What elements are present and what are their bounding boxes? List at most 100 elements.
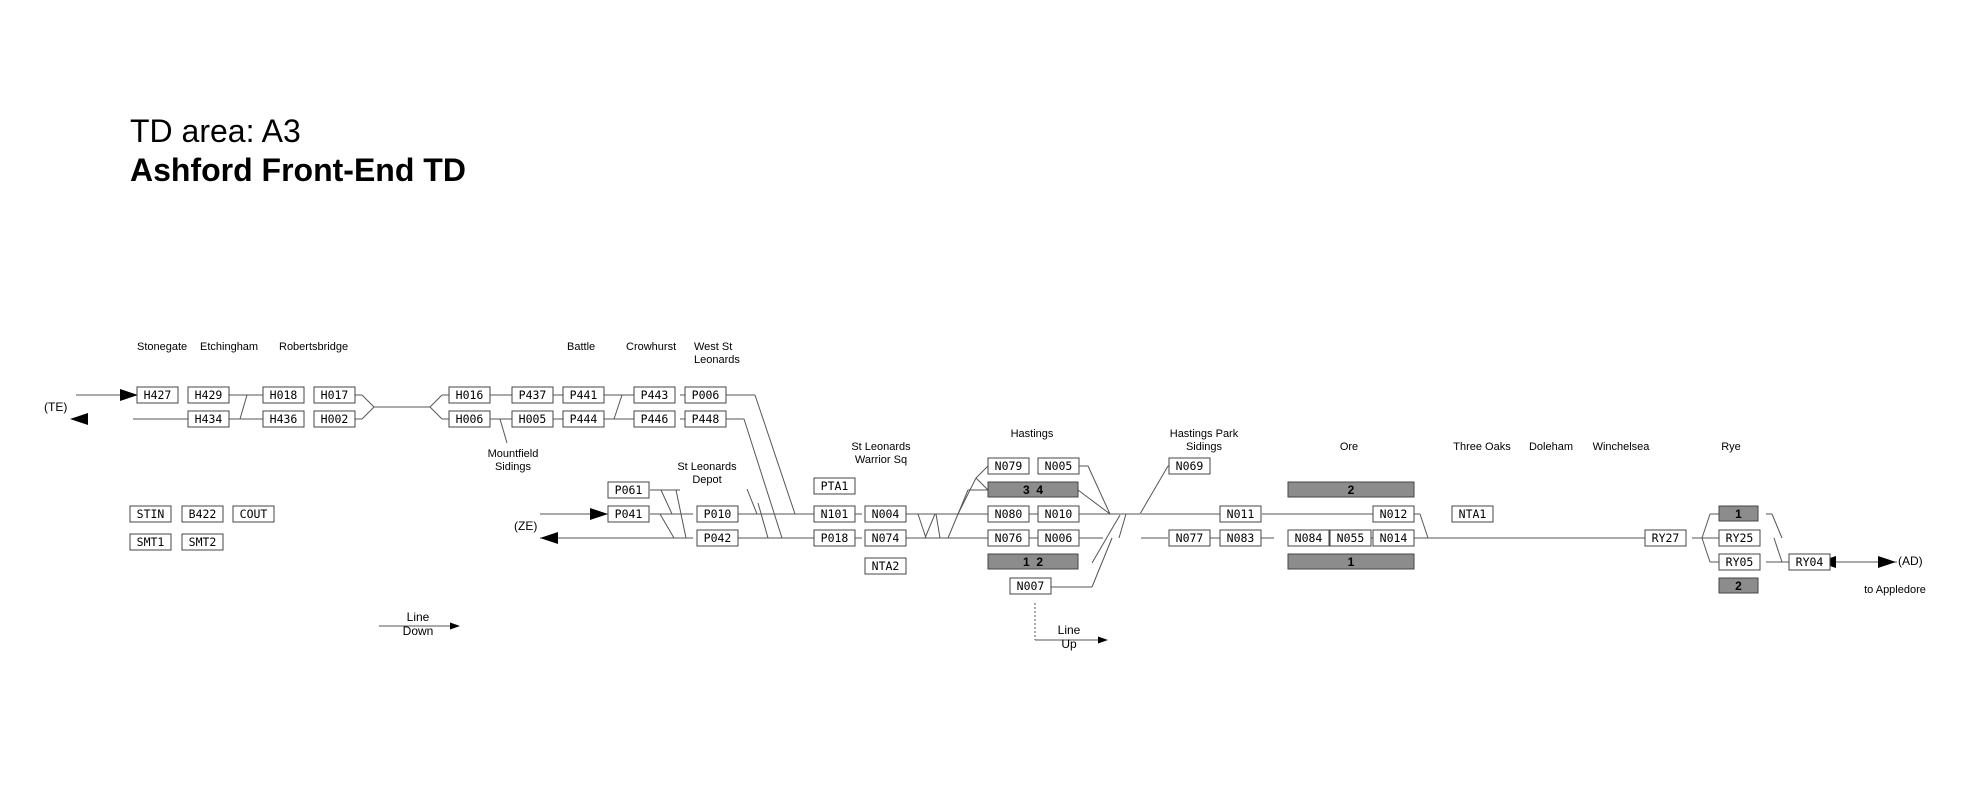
berth-id: N055 [1337,531,1365,545]
berth-id: N079 [995,459,1023,473]
berth-n076: N076 [987,529,1030,547]
direction-arrow [450,622,460,630]
station-mountfield-1: Mountfield [488,448,539,460]
station-west-st-leonards-1: West St [694,341,732,353]
berth-id: N076 [995,531,1023,545]
berth-p448: P448 [684,410,727,428]
berth-id: N005 [1045,459,1073,473]
berth-box [187,410,230,428]
connection-ad: (AD) [1898,554,1923,568]
berth-nta2: NTA2 [864,557,907,575]
berth-id: RY04 [1796,555,1824,569]
direction-arrow [540,532,558,544]
platform-number: 1 2 [1023,555,1043,569]
track-segment [1701,537,1711,563]
berth-id: N012 [1380,507,1408,521]
track-segment [975,477,989,491]
berth-id: SMT1 [137,535,165,549]
berth-box [987,505,1030,523]
berth-n101: N101 [813,505,856,523]
track-segment [757,502,769,539]
berth-stin: STIN [129,505,172,523]
berth-n069: N069 [1168,457,1211,475]
berth-id: H434 [195,412,223,426]
berth-id: N004 [872,507,900,521]
berth-p010: P010 [696,505,739,523]
track-segment [924,513,936,539]
berth-box [684,386,727,404]
platform-number: 1 [1348,555,1355,569]
track-segment [746,488,758,515]
station-rye: Rye [1721,441,1741,453]
berth-p443: P443 [633,386,676,404]
connection-ze: (ZE) [514,519,537,533]
berth-box [607,505,650,523]
berth-box [181,505,224,523]
berth-n080: N080 [987,505,1030,523]
berth-box [511,410,554,428]
berth-ry27: RY27 [1644,529,1687,547]
berth-box [313,410,356,428]
berth-id: N014 [1380,531,1408,545]
berth-h429: H429 [187,386,230,404]
station-doleham: Doleham [1529,441,1573,453]
berth-box [448,386,491,404]
berth-id: COUT [240,507,268,521]
berth-box [1168,457,1211,475]
berth-id: N077 [1176,531,1204,545]
track-segment [239,394,248,420]
berth-n004: N004 [864,505,907,523]
line-up-1: Line [1058,623,1081,637]
berth-smt2: SMT2 [181,533,224,551]
station-hastings-park-2: Sidings [1186,441,1223,453]
berth-box [813,505,856,523]
platform-number: 2 [1348,483,1355,497]
berth-p061: P061 [607,481,650,499]
berth-box [684,410,727,428]
berth-box [1329,529,1372,547]
platform-hastings-up [987,481,1079,498]
station-hastings-park-1: Hastings Park [1170,428,1239,440]
berth-id: P441 [570,388,598,402]
berth-box [448,410,491,428]
berth-n079: N079 [987,457,1030,475]
berth-box [313,386,356,404]
td-area-title: TD area: A3 [130,113,301,149]
berth-id: H429 [195,388,223,402]
track-segment [957,489,969,515]
berth-p441: P441 [562,386,605,404]
berth-id: H002 [321,412,349,426]
berth-nta1: NTA1 [1451,505,1494,523]
track-segment [1118,513,1127,539]
td-name-title: Ashford Front-End TD [130,152,466,188]
berth-box [129,505,172,523]
track-segment [429,394,443,408]
track-segment [429,406,443,420]
berth-box [987,457,1030,475]
berth-id: H005 [519,412,547,426]
station-ore: Ore [1340,441,1358,453]
connection-te: (TE) [44,400,67,414]
berth-box [864,557,907,575]
berth-id: P437 [519,388,547,402]
berth-n010: N010 [1037,505,1080,523]
station-stonegate: Stonegate [137,341,187,353]
berth-h006: H006 [448,410,491,428]
berth-id: P041 [615,507,643,521]
berth-h434: H434 [187,410,230,428]
track-segment [1771,513,1783,539]
station-three-oaks: Three Oaks [1453,441,1511,453]
station-battle: Battle [567,341,595,353]
berth-b422: B422 [181,505,224,523]
berth-id: P448 [692,412,720,426]
berth-box [1219,505,1262,523]
track-segment [1419,513,1429,539]
berth-box [813,529,856,547]
berth-box [1037,529,1080,547]
berth-box [187,386,230,404]
track-segment [743,418,783,539]
platform-number: 1 [1735,507,1742,521]
platform-hastings-down [987,553,1079,570]
